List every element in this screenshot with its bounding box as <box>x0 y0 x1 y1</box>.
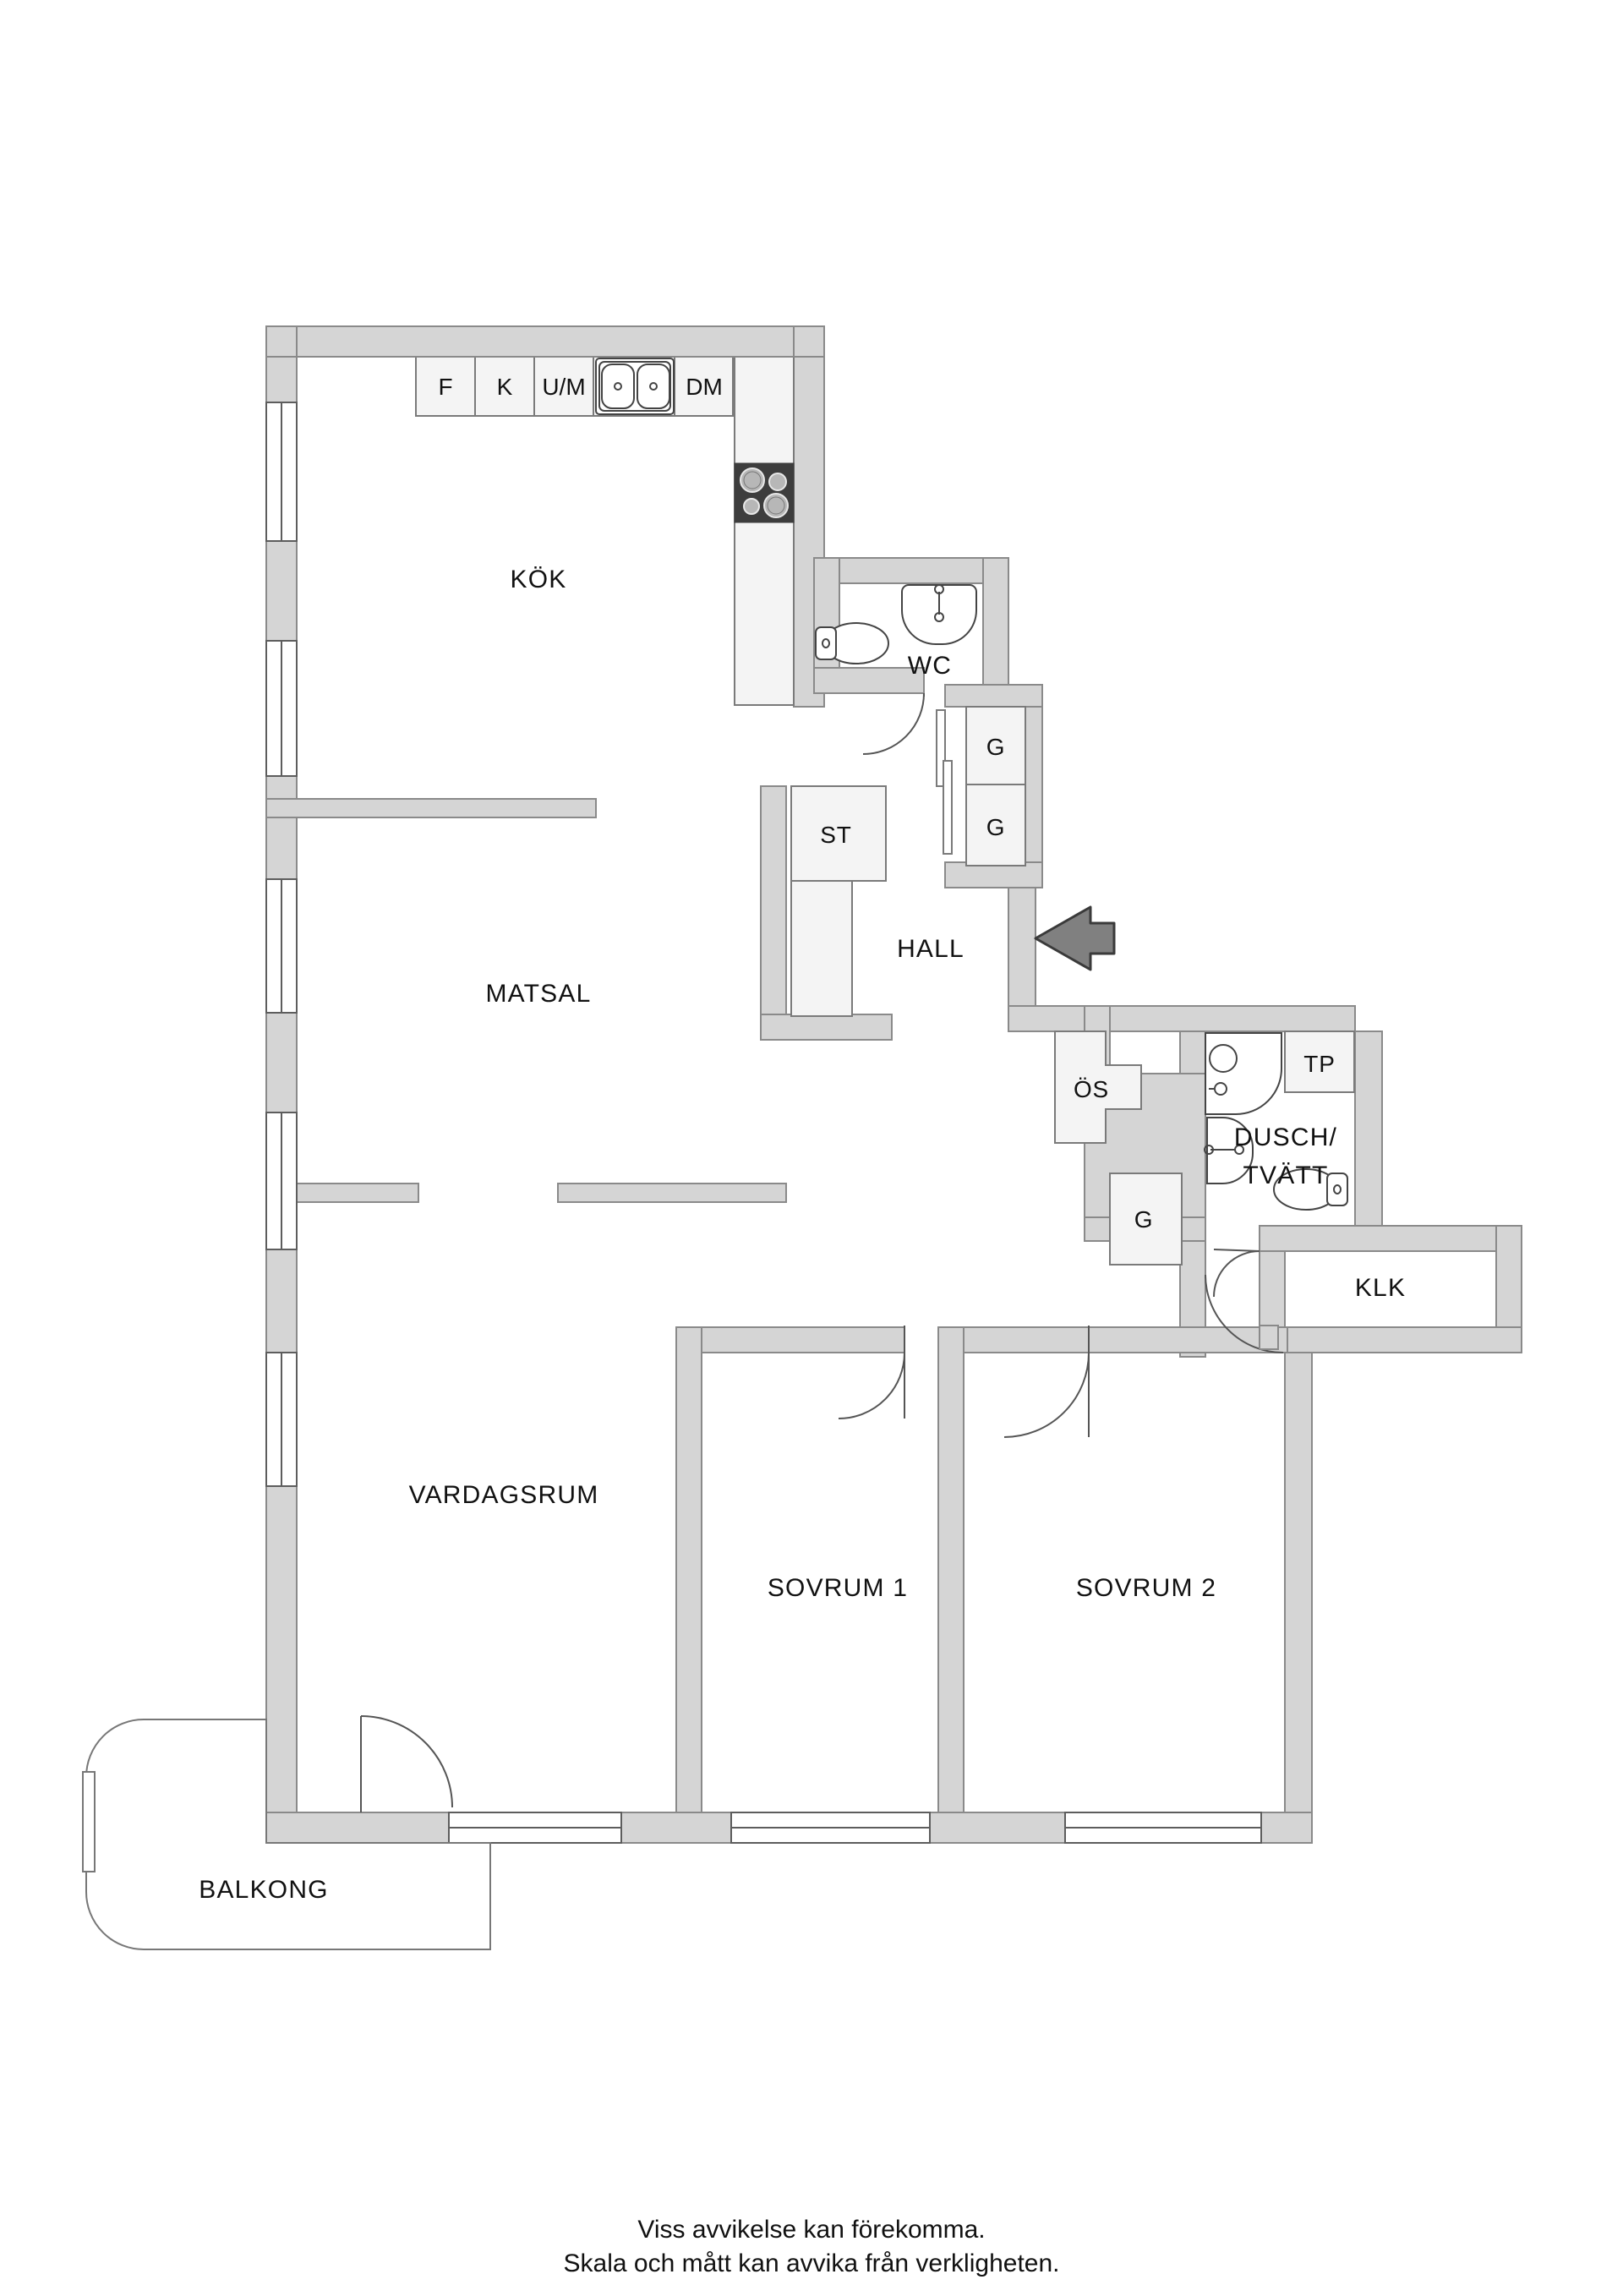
walls-group <box>265 325 1522 1844</box>
balcony-rail-left <box>82 1771 96 1872</box>
door-sovrum2 <box>1003 1352 1090 1438</box>
closet-box-g2 <box>965 784 1026 866</box>
wall-wc-left <box>813 557 840 686</box>
wall-bedroom-right <box>1284 1352 1313 1844</box>
double-basin-sink-icon <box>595 358 675 415</box>
closet-box-os <box>1054 1030 1142 1144</box>
wall-hall-right <box>1008 887 1036 1007</box>
room-label-klk: KLK <box>1355 1274 1406 1302</box>
storage-boxes-group <box>790 706 1355 1266</box>
wall-hall-dining-lower <box>760 1014 893 1041</box>
kitchen-counter-group: F K U/M DM <box>415 356 795 706</box>
outline-trace <box>265 325 825 358</box>
closet-box-st <box>790 785 887 882</box>
wall-klk-bottom <box>1259 1326 1522 1353</box>
storage-label-g1: G <box>986 734 1006 760</box>
door-sovrum1 <box>838 1352 905 1419</box>
wall-top-kitchen <box>265 325 825 358</box>
washer-drum-icon <box>1209 1044 1238 1073</box>
room-label-balkong: BALKONG <box>199 1876 328 1904</box>
storage-labels-group: ST G G G ÖS TP <box>820 734 1335 1233</box>
wall-left-seg4 <box>265 1012 298 1113</box>
wall-left-seg2 <box>265 540 298 642</box>
shower-enclosure-icon <box>1205 1032 1282 1115</box>
windows-group <box>265 402 1262 1844</box>
toilet-wetroom-icon <box>1273 1168 1348 1211</box>
disclaimer-line-2: Skala och mått kan avvika från verklighe… <box>563 2249 1060 2277</box>
wall-closet-bank-top <box>944 684 1043 708</box>
stove-top-icon <box>734 462 795 523</box>
wall-bedroom-mid <box>937 1326 965 1844</box>
storage-label-os: ÖS <box>1074 1076 1109 1102</box>
wall-left-seg1 <box>265 325 298 403</box>
wall-os-surround-top <box>1109 1005 1356 1032</box>
wall-hall-dining-vertical <box>760 785 787 1041</box>
wall-kitchen-dining <box>265 798 597 818</box>
entrance-arrow <box>1034 905 1116 971</box>
sink-wetroom-icon <box>1204 1117 1254 1184</box>
appliance-label-fridge: F <box>438 374 452 400</box>
wardrobe-rail-2 <box>943 760 953 855</box>
room-labels-group: KÖK MATSAL VARDAGSRUM HALL WC SOVRUM 1 S… <box>199 566 1406 1904</box>
wall-wetroom-right <box>1354 1030 1383 1244</box>
appliance-label-dishwasher: DM <box>686 374 723 400</box>
door-balcony <box>360 1715 453 1808</box>
wall-wc-right <box>982 557 1009 686</box>
wall-bottom-seg2 <box>620 1812 732 1844</box>
door-wetroom <box>1205 1274 1284 1353</box>
room-label-vardagsrum: VARDAGSRUM <box>409 1481 599 1509</box>
door-jamb-wetroom <box>1259 1325 1279 1350</box>
washer-controls-icon <box>1209 1082 1227 1096</box>
wall-wc-top <box>813 557 1009 584</box>
storage-label-g2: G <box>986 814 1006 840</box>
wall-wc-bottom <box>813 667 925 694</box>
wall-left-seg5 <box>265 1249 298 1353</box>
storage-label-st: ST <box>820 822 851 848</box>
door-klk <box>1213 1250 1260 1298</box>
room-label-sovrum2: SOVRUM 2 <box>1076 1574 1216 1602</box>
room-label-sovrum1: SOVRUM 1 <box>768 1574 908 1602</box>
room-label-duschtvatt-line1: DUSCH/ <box>1234 1123 1337 1151</box>
storage-label-tp: TP <box>1303 1051 1335 1077</box>
closet-box-tp <box>1284 1030 1355 1093</box>
wall-left-seg3 <box>265 775 298 880</box>
storage-label-g3: G <box>1134 1206 1154 1233</box>
wardrobe-rail-1 <box>936 709 946 787</box>
sink-wc-icon <box>901 584 977 645</box>
door-wc <box>862 692 925 755</box>
appliance-label-freezer: K <box>497 374 513 400</box>
counter-right-run <box>734 356 795 706</box>
balcony-group <box>82 1715 491 1950</box>
closet-box-st-tail <box>790 880 853 1017</box>
wall-bedroom-left <box>675 1326 702 1844</box>
bedroom-doors-group <box>838 1326 1090 1438</box>
disclaimer-line-1: Viss avvikelse kan förekomma. <box>637 2216 986 2244</box>
wetroom-fixtures-group <box>1204 1032 1348 1353</box>
wall-bottom-seg4 <box>1260 1812 1313 1844</box>
closet-box-g3 <box>1109 1173 1183 1266</box>
disclaimer-footer: Viss avvikelse kan förekomma. Skala och … <box>0 2213 1623 2280</box>
toilet-wc-icon <box>815 622 889 664</box>
room-label-duschtvatt-line2: TVÄTT <box>1243 1162 1329 1189</box>
door-klk-group <box>1213 1249 1260 1298</box>
balcony-outline <box>85 1719 491 1950</box>
wall-bottom-seg3 <box>929 1812 1066 1844</box>
room-label-hall: HALL <box>897 935 965 963</box>
appliance-label-oven-micro: U/M <box>542 374 585 400</box>
wall-bedrooms-top <box>675 1326 905 1353</box>
wall-klk-top <box>1259 1225 1522 1252</box>
wall-dining-living-right <box>557 1183 787 1203</box>
wc-fixtures-group <box>815 584 977 755</box>
wall-bottom-seg1 <box>265 1812 450 1844</box>
room-label-wc: WC <box>908 652 952 680</box>
room-label-kok: KÖK <box>511 566 567 593</box>
wall-left-seg6 <box>265 1485 298 1842</box>
room-label-matsal: MATSAL <box>485 980 591 1008</box>
